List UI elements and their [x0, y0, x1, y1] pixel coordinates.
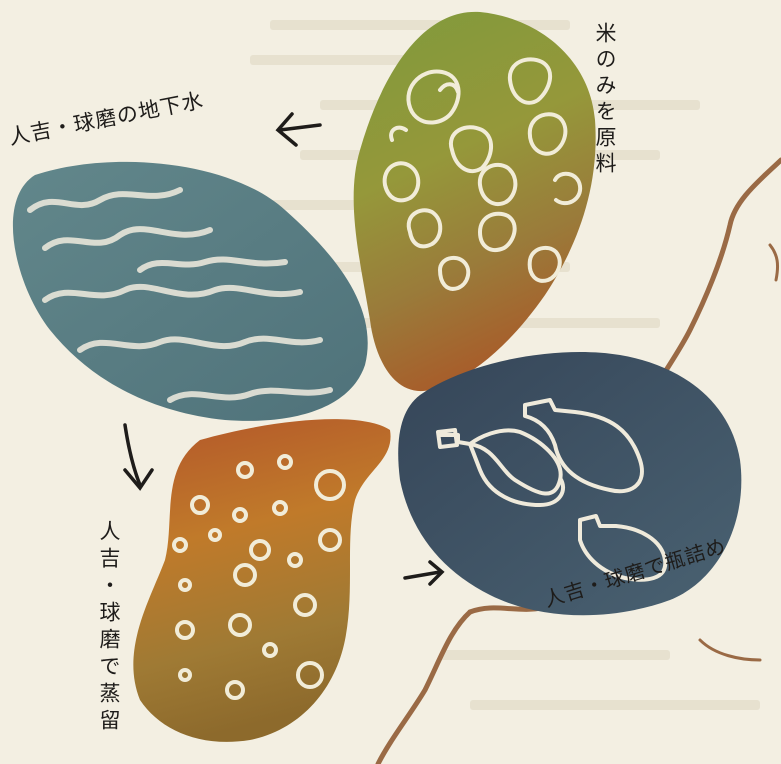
arrow-down-icon	[125, 425, 152, 488]
groundwater-blob	[13, 162, 368, 421]
caption-rice: 米のみを原料	[590, 22, 620, 178]
rice-blob	[354, 12, 596, 391]
distill-blob	[133, 419, 390, 742]
arrow-right-icon	[405, 562, 442, 584]
arrow-left-icon	[278, 114, 320, 145]
caption-distill: 人吉・球磨で蒸留	[94, 520, 124, 736]
